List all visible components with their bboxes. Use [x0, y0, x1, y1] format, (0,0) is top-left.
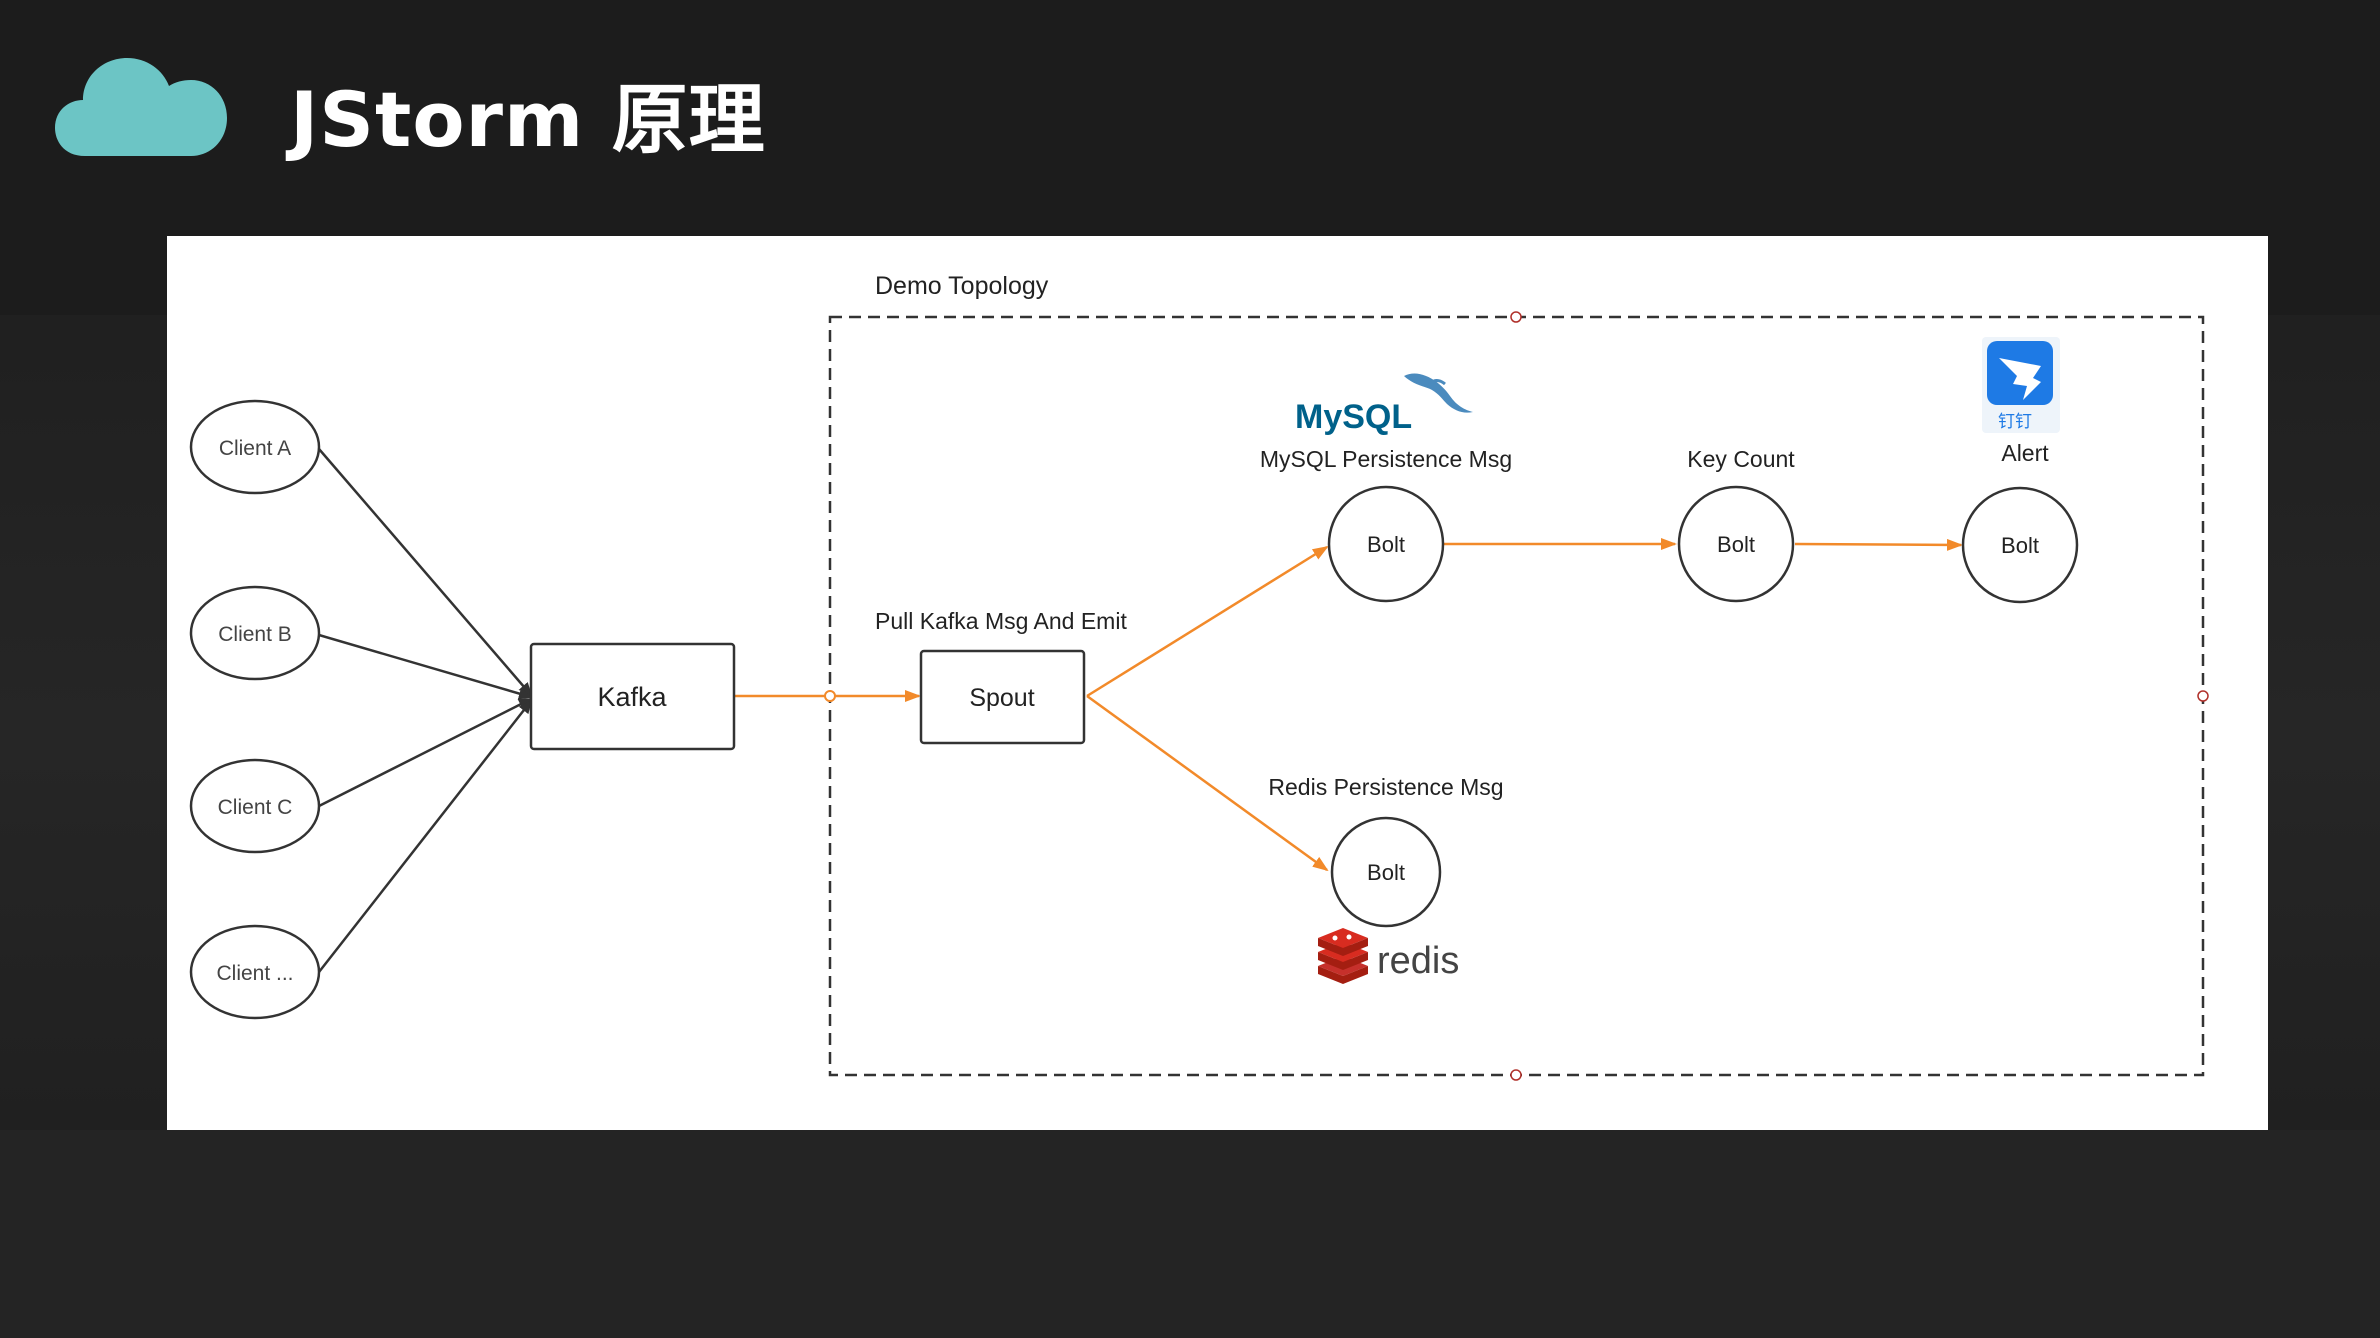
bolt-node-alert [1961, 486, 2079, 604]
topology-diagram: MySQL 钉钉 redis Client A Client B Client … [189, 311, 2209, 1081]
kafka-node [529, 642, 736, 751]
bolt-alert-label: Bolt [2001, 533, 2039, 558]
bolt-redis-label: Bolt [1367, 860, 1405, 885]
edge-client-c-kafka [318, 697, 533, 808]
edge-keycount-alert [1794, 538, 1963, 551]
spout-label: Spout [969, 684, 1034, 712]
mysql-logo-icon: MySQL [1295, 373, 1473, 436]
client-d-label: Client ... [216, 962, 293, 985]
boundary-handle-top [1510, 311, 1522, 323]
edge-spout-mysql-bolt [1086, 545, 1329, 698]
spout-node [919, 649, 1086, 745]
edge-client-b-kafka [318, 633, 533, 700]
spout-caption: Pull Kafka Msg And Emit [875, 608, 1127, 634]
key-count-caption: Key Count [1687, 446, 1795, 472]
bolt-node-redis [1330, 816, 1442, 928]
alert-caption: Alert [2001, 440, 2049, 466]
footer-band [0, 1130, 2380, 1338]
edge-spout-redis-bolt [1086, 694, 1329, 872]
client-c-label: Client C [218, 796, 293, 819]
bolt-key-count-label: Bolt [1717, 532, 1755, 557]
diagram-panel: MySQL 钉钉 redis Client A Client B Client … [167, 236, 2268, 1130]
svg-text:MySQL: MySQL [1295, 398, 1412, 436]
topology-label: Demo Topology [875, 272, 1049, 300]
client-node-d [189, 924, 321, 1020]
boundary-handle-bottom [1510, 1069, 1522, 1081]
redis-logo-icon: redis [1318, 928, 1459, 984]
bolt-node-mysql [1327, 485, 1445, 603]
redis-bolt-caption: Redis Persistence Msg [1268, 774, 1504, 800]
boundary-handle-right [2197, 690, 2209, 702]
svg-text:redis: redis [1377, 940, 1459, 982]
svg-text:钉钉: 钉钉 [1998, 412, 2032, 431]
bolt-node-key-count [1677, 485, 1795, 603]
edge-client-d-kafka [318, 699, 533, 973]
client-node-b [189, 585, 321, 681]
page-title: JStorm 原理 [290, 75, 766, 164]
client-a-label: Client A [219, 437, 291, 460]
client-node-a [189, 399, 321, 495]
client-node-c [189, 758, 321, 854]
bolt-mysql-label: Bolt [1367, 532, 1405, 557]
dingtalk-logo-icon: 钉钉 [1982, 337, 2060, 433]
edge-client-a-kafka [318, 448, 533, 697]
client-b-label: Client B [218, 623, 292, 646]
kafka-label: Kafka [597, 682, 667, 712]
edge-kafka-spout-handle [824, 690, 836, 702]
cloud-icon [55, 58, 227, 156]
mysql-bolt-caption: MySQL Persistence Msg [1259, 446, 1513, 472]
